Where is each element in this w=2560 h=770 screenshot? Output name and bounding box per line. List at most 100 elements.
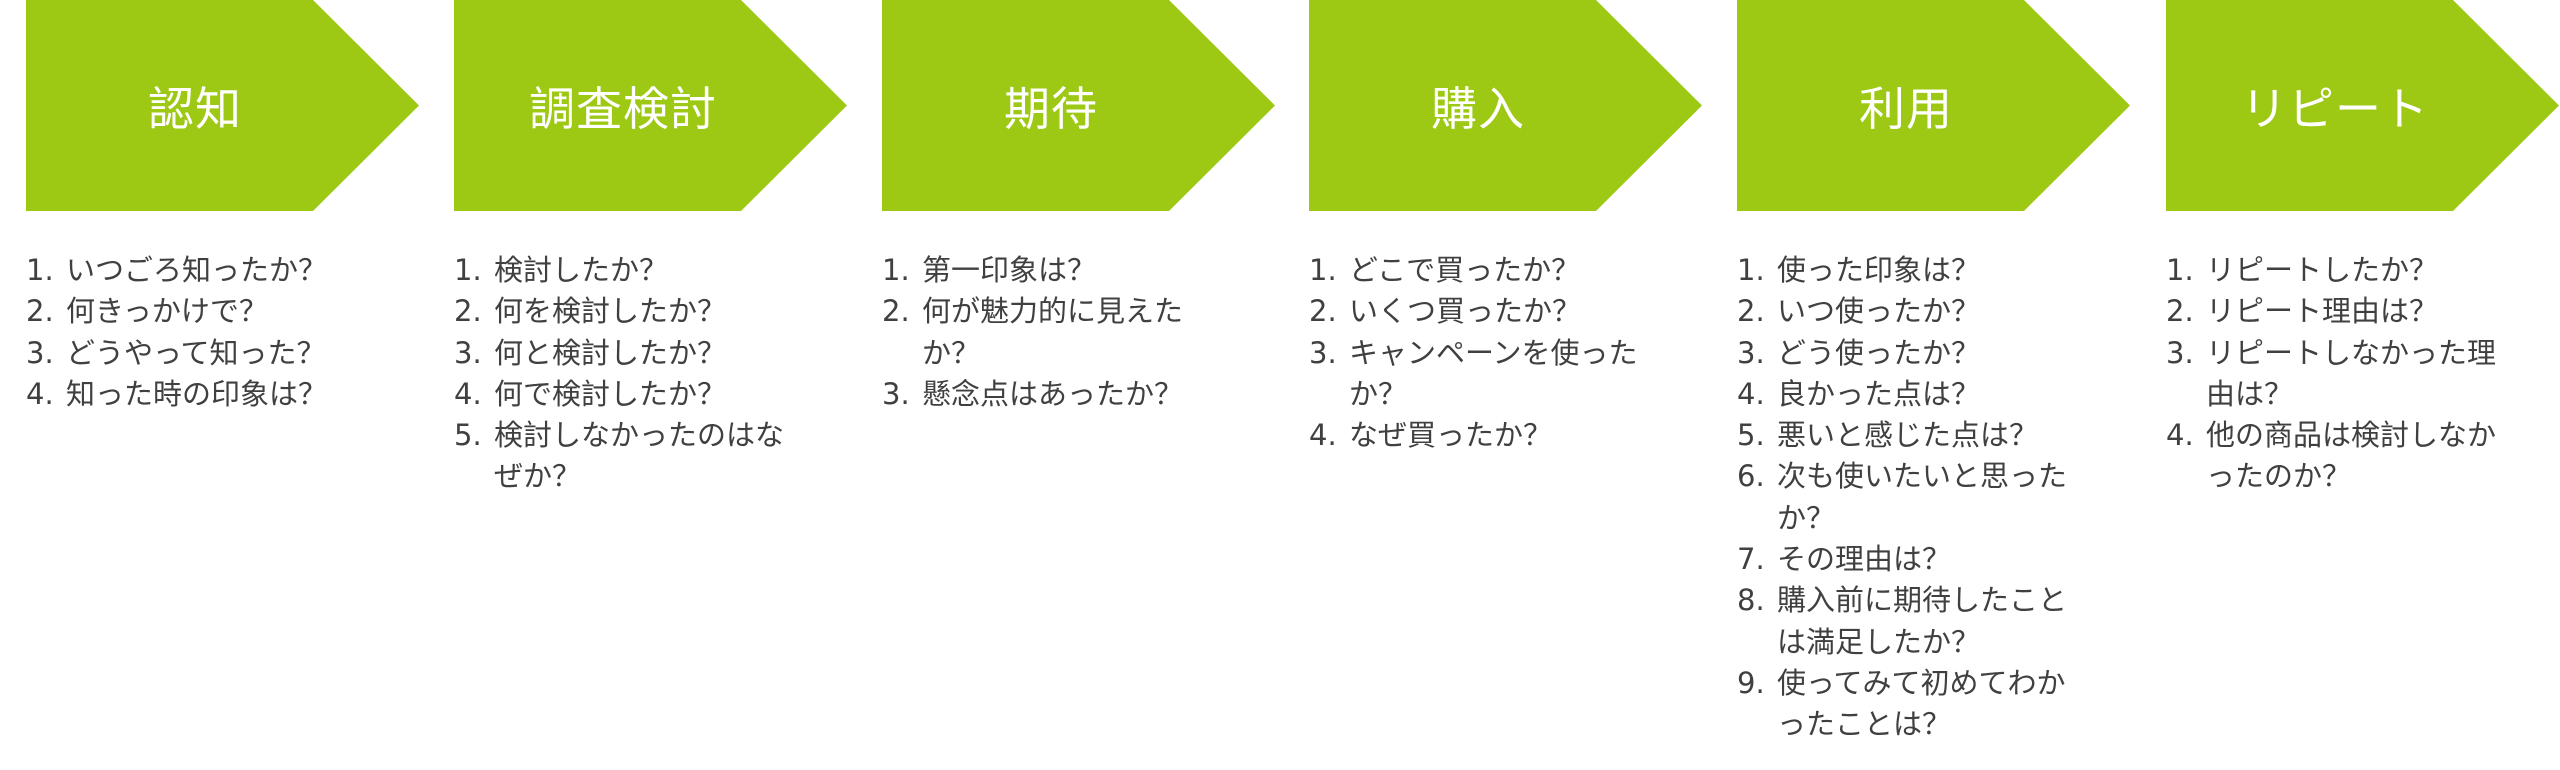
question-item: 1. 第一印象は？ (882, 250, 1237, 291)
question-text: 検討したか？ (494, 253, 669, 287)
stage-title: 期待 (1004, 81, 1098, 136)
question-list: 1.使った印象は？ 2.いつ使ったか？ 3.どう使ったか？ 4.良かった点は？ … (1737, 250, 2092, 746)
question-number: 2. (882, 294, 910, 329)
question-item: 2. いつ使ったか？ (1737, 291, 2092, 332)
stage-chevron: 利用 (1737, 0, 2130, 211)
question-number: 3. (1309, 335, 1337, 370)
question-text: なぜ買ったか？ (1349, 418, 1553, 453)
stage-title: リピート (2241, 81, 2429, 136)
question-text: いくつ買ったか？ (1349, 294, 1582, 329)
question-text: 使った印象は？ (1777, 253, 1981, 287)
question-number: 1. (1737, 253, 1765, 287)
question-number: 4. (454, 376, 482, 411)
stage-research: 調査検討 1. 検討したか？ 2. 何を検討したか？ 3. 何と検討したか？ 4. 何で… (454, 0, 854, 770)
question-item: 9.使ってみて初めてわかったことは？ (1737, 663, 2092, 746)
stage-repeat: リピート 1. リピートしたか？ 2.リピート理由は？ 3.リピートしなかった理由… (2166, 0, 2560, 770)
question-number: 4. (2166, 418, 2194, 453)
question-item: 3. 何と検討したか？ (454, 333, 809, 374)
stage-title: 認知 (148, 81, 242, 136)
chevron-arrow-shape (882, 0, 1275, 211)
question-item: 2.リピート理由は？ (2166, 291, 2521, 332)
question-text: いつごろ知ったか？ (66, 253, 328, 287)
question-text: 良かった点は？ (1777, 376, 1981, 411)
question-item: 5. 検討しなかったのはなぜか？ (454, 415, 809, 498)
question-text: 知った時の印象は？ (66, 376, 328, 411)
question-item: 2. いくつ買ったか？ (1309, 291, 1664, 332)
stage-chevron: リピート (2166, 0, 2559, 211)
question-item: 4. 知った時の印象は？ (26, 374, 381, 415)
question-item: 8.購入前に期待したことは満足したか？ (1737, 580, 2092, 663)
question-item: 6. 次も使いたいと思ったか？ (1737, 456, 2092, 539)
question-list: 1. 第一印象は？ 2.何が魅力的に見えたか？ 3. 懸念点はあったか？ (882, 250, 1237, 415)
question-list: 1. 検討したか？ 2. 何を検討したか？ 3. 何と検討したか？ 4. 何で検討したか… (454, 250, 809, 498)
question-text: どう使ったか？ (1777, 335, 1981, 370)
stage-chevron: 調査検討 (454, 0, 847, 211)
question-item: 3. どう使ったか？ (1737, 333, 2092, 374)
question-list: 1. いつごろ知ったか？ 2. 何きっかけで？ 3.どうやって知った？ 4. 知った時… (26, 250, 381, 415)
question-text: 悪いと感じた点は？ (1777, 418, 2039, 453)
question-text: 何きっかけで？ (66, 294, 268, 329)
stage-purchase: 購入 1.どこで買ったか？ 2.いくつ買ったか？ 3.キャンペーンを使ったか？ … (1309, 0, 1709, 770)
question-item: 3.どうやって知った？ (26, 333, 381, 374)
stage-chevron: 認知 (26, 0, 419, 211)
question-text: キャンペーンを使ったか？ (1349, 335, 1638, 411)
question-text: 検討しなかったのはなぜか？ (494, 418, 785, 494)
stage-title: 調査検討 (529, 81, 717, 136)
question-item: 3.リピートしなかった理由は？ (2166, 333, 2521, 416)
stage-chevron: 期待 (882, 0, 1275, 211)
question-item: 4.良かった点は？ (1737, 374, 2092, 415)
question-number: 3. (882, 376, 910, 411)
question-number: 5. (1737, 418, 1765, 453)
question-number: 5. (454, 418, 482, 453)
question-number: 3. (2166, 335, 2194, 370)
question-text: 第一印象は？ (922, 253, 1097, 287)
stage-awareness: 認知 1. いつごろ知ったか？ 2. 何きっかけで？ 3.どうやって知った？ 4. 知… (26, 0, 426, 770)
question-list: 1. リピートしたか？ 2.リピート理由は？ 3.リピートしなかった理由は？ 4.… (2166, 250, 2521, 498)
question-number: 4. (1309, 418, 1337, 453)
question-number: 1. (454, 253, 482, 287)
question-item: 2.何が魅力的に見えたか？ (882, 291, 1237, 374)
question-text: 他の商品は検討しなかったのか？ (2206, 418, 2497, 494)
chevron-arrow-shape (2166, 0, 2559, 211)
question-item: 1. リピートしたか？ (2166, 250, 2521, 291)
question-text: 懸念点はあったか？ (922, 376, 1184, 411)
stage-title: 利用 (1859, 81, 1953, 136)
stage-usage: 利用 1. 使った印象は？ 2. いつ使ったか？ 3. どう使ったか？ 4.良かった点… (1737, 0, 2137, 770)
question-text: 次も使いたいと思ったか？ (1777, 459, 2068, 535)
chevron-arrow-shape (26, 0, 419, 211)
question-number: 4. (26, 376, 54, 411)
question-item: 1.どこで買ったか？ (1309, 250, 1664, 291)
question-text: リピート理由は？ (2206, 294, 2439, 329)
question-number: 6. (1737, 459, 1765, 494)
question-item: 4. 他の商品は検討しなかったのか？ (2166, 415, 2521, 498)
question-number: 1. (1309, 253, 1337, 287)
question-item: 7. その理由は？ (1737, 539, 2092, 580)
question-text: いつ使ったか？ (1777, 294, 1981, 329)
question-number: 2. (26, 294, 54, 329)
question-number: 3. (26, 335, 54, 370)
question-number: 1. (26, 253, 54, 287)
chevron-arrow-shape (1309, 0, 1702, 211)
question-text: その理由は？ (1777, 542, 1952, 577)
stage-expectation: 期待 1. 第一印象は？ 2.何が魅力的に見えたか？ 3. 懸念点はあったか？ (882, 0, 1282, 770)
question-text: 何を検討したか？ (494, 294, 727, 329)
question-item: 3. 懸念点はあったか？ (882, 374, 1237, 415)
question-number: 2. (454, 294, 482, 329)
question-item: 1. いつごろ知ったか？ (26, 250, 381, 291)
question-text: 何と検討したか？ (494, 335, 727, 370)
question-number: 3. (454, 335, 482, 370)
question-number: 3. (1737, 335, 1765, 370)
question-text: 使ってみて初めてわかったことは？ (1777, 665, 2066, 742)
question-item: 2. 何を検討したか？ (454, 291, 809, 332)
question-text: 何で検討したか？ (494, 376, 727, 411)
question-number: 7. (1737, 542, 1765, 577)
question-number: 1. (882, 253, 910, 287)
question-number: 1. (2166, 253, 2194, 287)
question-list: 1.どこで買ったか？ 2. いくつ買ったか？ 3. キャンペーンを使ったか？ 4. な… (1309, 250, 1664, 456)
question-item: 4. 何で検討したか？ (454, 374, 809, 415)
question-number: 2. (1309, 294, 1337, 329)
question-text: リピートしたか？ (2206, 253, 2439, 287)
question-number: 2. (1737, 294, 1765, 329)
question-item: 1. 検討したか？ (454, 250, 809, 291)
